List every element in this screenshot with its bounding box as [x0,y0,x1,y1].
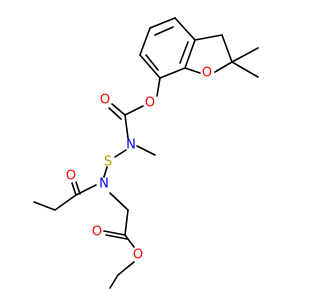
bond [117,261,135,276]
atom-o-ring: O [202,66,212,81]
bond [231,47,259,63]
structure-svg: O O O N S N O O O [33,17,259,289]
bond [149,17,176,29]
bond [108,107,122,120]
bond [124,105,144,116]
bond [145,54,159,71]
bond [159,67,186,79]
bond [71,182,77,196]
atom-label-layer: O O O N S N O O O [66,66,212,263]
bond [174,17,196,41]
bond [179,41,189,64]
bond [75,181,81,195]
bond [221,34,233,63]
molecule-diagram: O O O N S N O O O [33,17,259,289]
bond [105,234,128,240]
bond [194,34,223,41]
bond [154,26,174,36]
atom-o-ester: O [145,96,155,111]
bond [139,54,161,79]
bond [124,114,129,139]
bond [139,27,151,56]
bond [103,166,108,178]
atom-s: S [104,155,112,170]
bond [184,39,196,69]
bond [136,145,156,156]
bond [109,192,129,211]
bond [124,234,135,248]
bond [109,274,119,289]
bond [214,61,233,73]
atom-o-ester2-double: O [92,225,102,240]
bond [33,201,56,211]
bond [111,103,126,116]
bond [103,230,126,236]
atom-n-amide: N [99,177,109,192]
bond [184,67,201,74]
bond [231,61,259,78]
atom-n-carbamate: N [126,138,136,153]
atom-o-ester2: O [133,248,143,263]
bond [114,149,127,158]
bond-layer [33,17,259,289]
bond [124,209,129,236]
bond [156,77,161,97]
bond [54,194,77,211]
atom-o-amide: O [66,169,76,184]
atom-o-carbamate-double: O [100,93,110,108]
